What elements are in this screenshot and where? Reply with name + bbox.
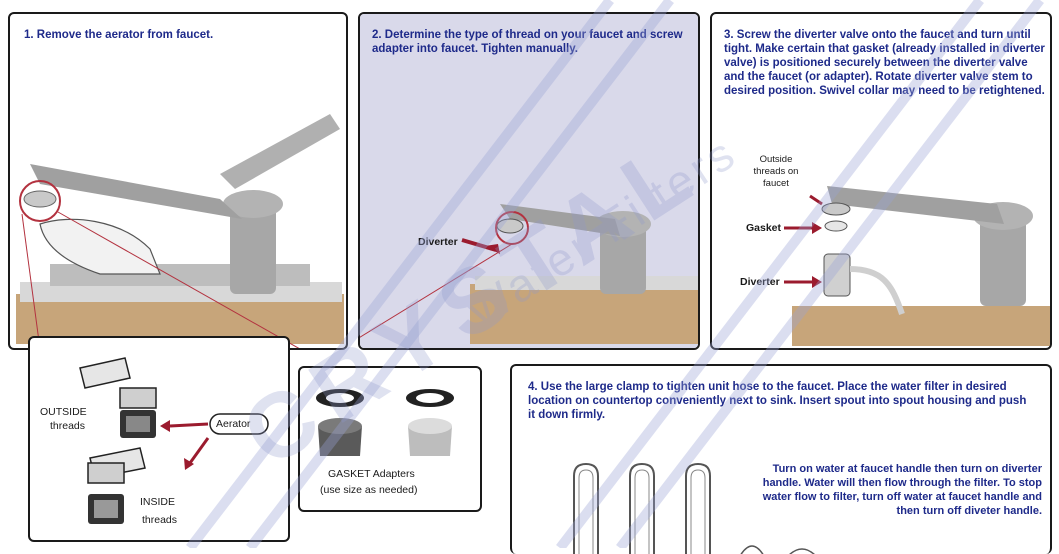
- gasket-adapters-panel: GASKET Adapters (use size as needed): [298, 366, 482, 512]
- aerator-detail-panel: OUTSIDE threads Aerator INSIDE threads: [28, 336, 290, 542]
- step2-panel: 2. Determine the type of thread on your …: [358, 12, 700, 350]
- step3-panel: 3. Screw the diverter valve onto the fau…: [710, 12, 1052, 350]
- gasket-adapters-illustration: [316, 389, 454, 456]
- step1-text: 1. Remove the aerator from faucet.: [24, 29, 214, 41]
- gasket-adapters-line2: (use size as needed): [320, 484, 418, 496]
- step4-illustration: [573, 462, 815, 554]
- aerator-label: Aerator: [216, 418, 251, 430]
- inside-label: INSIDE: [140, 496, 176, 508]
- gasket-label: Gasket: [746, 222, 782, 234]
- step4-text: 4. Use the large clamp to tighten unit h…: [528, 381, 1027, 421]
- gasket-adapters-line1: GASKET Adapters: [328, 468, 415, 480]
- outside-label: OUTSIDE: [40, 406, 87, 418]
- step2-text: 2. Determine the type of thread on your …: [372, 29, 683, 55]
- aerator-illustration: [79, 357, 269, 524]
- inside-threads-label: threads: [142, 514, 178, 526]
- outside-threads-on-faucet-label: Outside threads on faucet: [753, 154, 799, 189]
- step3-illustration: [784, 186, 1050, 346]
- step2-illustration: [360, 14, 698, 348]
- diverter-label-step2: Diverter: [418, 236, 458, 248]
- step4-panel: 4. Use the large clamp to tighten unit h…: [510, 364, 1052, 554]
- step1-panel: 1. Remove the aerator from faucet.: [8, 12, 348, 350]
- step3-text: 3. Screw the diverter valve onto the fau…: [724, 29, 1045, 97]
- diverter-label-step3: Diverter: [740, 276, 780, 288]
- outside-threads-label: threads: [50, 420, 86, 432]
- instructions-note: Turn on water at faucet handle then turn…: [762, 463, 1042, 517]
- step1-illustration: [16, 114, 344, 348]
